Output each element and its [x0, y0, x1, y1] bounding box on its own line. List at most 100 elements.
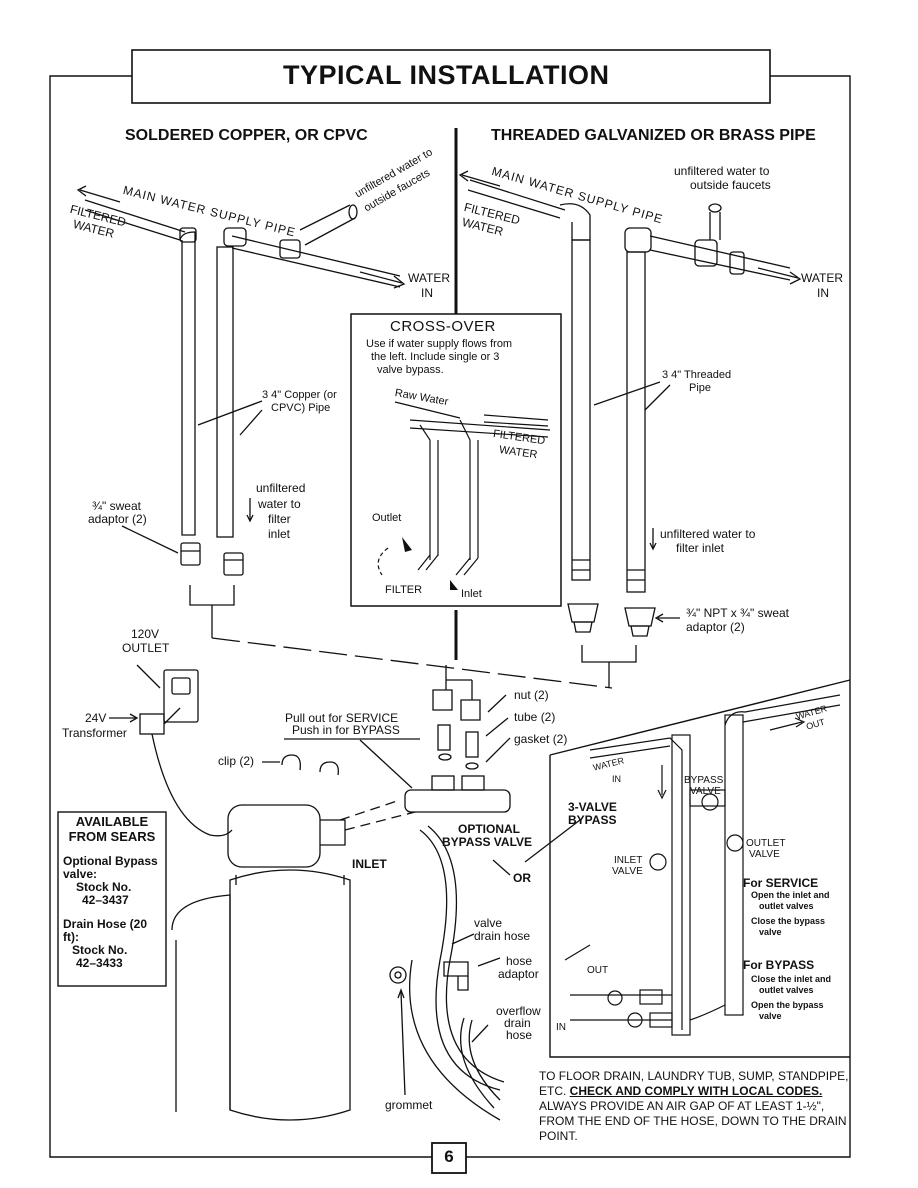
floor-drain-line-5: POINT. — [539, 1129, 578, 1143]
bypass-line-2: outlet valves — [759, 985, 814, 995]
valve-drain-1: valve — [474, 916, 503, 930]
push-in-label: Push in for BYPASS — [292, 723, 400, 737]
left-heading: SOLDERED COPPER, OR CPVC — [125, 127, 368, 144]
bypass-line-4: valve — [759, 1011, 782, 1021]
three-valve-label-1: 3-VALVE — [568, 800, 617, 814]
three-valve-in: IN — [556, 1022, 566, 1033]
gasket-label: gasket (2) — [514, 732, 568, 746]
page-frame-left — [49, 75, 432, 1158]
nut-label: nut (2) — [514, 688, 549, 702]
available-box — [57, 811, 167, 987]
available-bypass-1: Optional Bypass — [63, 854, 158, 868]
left-unfiltered-inlet-1: unfiltered — [256, 481, 306, 495]
left-unfiltered-inlet-3: filter — [268, 512, 291, 526]
available-bypass-2: valve: — [63, 867, 98, 881]
crossover-title: CROSS-OVER — [390, 318, 496, 335]
floor-drain-line-1: TO FLOOR DRAIN, LAUNDRY TUB, SUMP, STAND… — [539, 1069, 849, 1083]
crossover-desc-1: Use if water supply flows from — [366, 338, 513, 350]
transformer-label-1: 24V — [85, 711, 107, 725]
outlet-label-2: OUTLET — [122, 641, 170, 655]
floor-drain-line-3: ALWAYS PROVIDE AN AIR GAP OF AT LEAST 1-… — [539, 1099, 825, 1113]
three-valve-water-in-2: IN — [612, 774, 621, 784]
page-frame-right — [466, 75, 851, 1158]
three-valve-label-2: BYPASS — [568, 813, 617, 827]
bypass-line-3: Open the bypass — [751, 1000, 824, 1010]
floor-drain-etc: ETC. — [539, 1084, 570, 1098]
available-content: AVAILABLE FROM SEARS Optional Bypass val… — [58, 814, 166, 970]
right-unfiltered-faucets-2: outside faucets — [690, 178, 771, 192]
floor-drain-codes: CHECK AND COMPLY WITH LOCAL CODES. — [569, 1084, 823, 1098]
page-number-box — [431, 1142, 467, 1174]
available-bypass-4: 42–3437 — [82, 893, 129, 907]
right-unfiltered-inlet-1: unfiltered water to — [660, 527, 756, 541]
right-adaptor-2: adaptor (2) — [686, 620, 745, 634]
or-label: OR — [513, 871, 531, 885]
bypass-valve-1: BYPASS — [684, 775, 724, 786]
outlet-valve-1: OUTLET — [746, 838, 786, 849]
page-number: 6 — [444, 1147, 454, 1166]
service-title: For SERVICE — [743, 876, 819, 890]
service-line-2: outlet valves — [759, 901, 814, 911]
available-title-1: AVAILABLE — [75, 814, 149, 829]
outlet-valve-2: VALVE — [749, 849, 780, 860]
overflow-1: overflow — [496, 1004, 541, 1018]
right-adaptor-1: ¾" NPT x ¾" sweat — [686, 606, 790, 620]
softener-assembly — [109, 664, 581, 1121]
right-threaded-pipes — [458, 170, 802, 688]
optional-bypass-1: OPTIONAL — [458, 822, 520, 836]
transformer-label-2: Transformer — [62, 726, 127, 740]
tube-label: tube (2) — [514, 710, 556, 724]
bypass-title: For BYPASS — [743, 958, 815, 972]
left-pipe-label-1: 3 4" Copper (or — [262, 389, 337, 401]
right-heading: THREADED GALVANIZED OR BRASS PIPE — [491, 127, 816, 144]
outlet-label-1: 120V — [131, 627, 160, 641]
right-water-in-2: IN — [817, 286, 829, 300]
available-bypass-3: Stock No. — [76, 880, 132, 894]
title-box — [131, 49, 771, 104]
service-line-1: Open the inlet and — [751, 890, 830, 900]
service-line-3: Close the bypass — [751, 916, 826, 926]
bypass-line-1: Close the inlet and — [751, 974, 832, 984]
left-unfiltered-inlet-2: water to — [258, 497, 301, 511]
crossover-inlet: Inlet — [461, 588, 482, 600]
available-hose-1: Drain Hose (20 ft): — [63, 917, 148, 944]
available-hose-2: Stock No. — [72, 943, 128, 957]
floor-drain-line-4: FROM THE END OF THE HOSE, DOWN TO THE DR… — [539, 1114, 847, 1128]
pull-out-label: Pull out for SERVICE — [285, 711, 399, 725]
bypass-valve-2: VALVE — [690, 786, 721, 797]
left-copper-pipes — [76, 185, 613, 689]
overflow-2: drain — [504, 1016, 531, 1030]
left-pipe-label-2: CPVC) Pipe — [271, 402, 331, 414]
inlet-label: INLET — [352, 857, 387, 871]
right-unfiltered-inlet-2: filter inlet — [676, 541, 725, 555]
three-valve-panel — [549, 679, 851, 1058]
floor-drain-line-2: ETC. CHECK AND COMPLY WITH LOCAL CODES. — [539, 1084, 822, 1098]
crossover-outlet: Outlet — [372, 512, 402, 524]
service-line-4: valve — [759, 927, 782, 937]
valve-drain-2: drain hose — [474, 929, 531, 943]
left-water-in-2: IN — [421, 286, 433, 300]
left-adaptor-1: ¾" sweat — [92, 499, 141, 513]
crossover-desc-3: valve bypass. — [377, 364, 444, 376]
available-hose-3: 42–3433 — [76, 956, 123, 970]
left-water-in-1: WATER — [408, 271, 450, 285]
hose-adaptor-1: hose — [506, 954, 533, 968]
clip-label: clip (2) — [218, 754, 255, 768]
three-valve-out: OUT — [587, 965, 609, 976]
right-pipe-label-1: 3 4" Threaded — [662, 369, 732, 381]
crossover-desc-2: the left. Include single or 3 — [371, 351, 500, 363]
page-title: TYPICAL INSTALLATION — [283, 60, 610, 90]
crossover-box — [350, 313, 562, 607]
right-unfiltered-faucets-1: unfiltered water to — [674, 164, 770, 178]
optional-bypass-2: BYPASS VALVE — [442, 835, 533, 849]
hose-adaptor-2: adaptor — [498, 967, 539, 981]
inlet-valve-2: VALVE — [612, 866, 643, 877]
grommet-label: grommet — [385, 1098, 433, 1112]
left-adaptor-2: adaptor (2) — [88, 512, 147, 526]
crossover-filter: FILTER — [385, 584, 423, 596]
left-unfiltered-inlet-4: inlet — [268, 527, 291, 541]
right-pipe-label-2: Pipe — [689, 382, 712, 394]
inlet-valve-1: INLET — [614, 855, 643, 866]
overflow-3: hose — [506, 1028, 533, 1042]
